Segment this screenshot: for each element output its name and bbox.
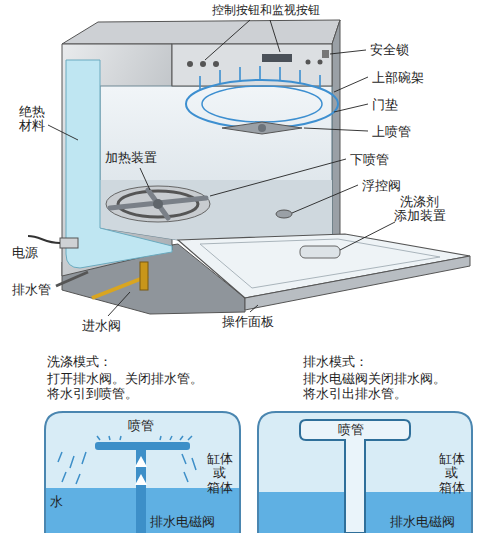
- upper-spray-arm: [222, 122, 302, 134]
- leader-line: [210, 159, 346, 196]
- part-label: 缸体 或 箱体: [206, 452, 233, 495]
- heating-element: [106, 186, 210, 222]
- leader-line: [304, 128, 368, 131]
- callout-label: 控制按钮和监视按钮: [212, 3, 320, 18]
- mode-description: 打开排水阀。关闭排水管。 将水引到喷管。: [47, 371, 208, 401]
- upper-spray-arm: [258, 124, 266, 132]
- mode-description: 排水电磁阀关闭排水阀。 将水引出排水管。: [303, 371, 451, 401]
- leader-line: [108, 292, 130, 316]
- part-label: 安全锁: [370, 42, 409, 57]
- wash-mode-tank: [45, 412, 240, 533]
- upper-spray-arm: [222, 122, 302, 134]
- part-label: 上部碗架: [372, 70, 424, 85]
- machine-body: [322, 50, 329, 58]
- leader-line: [340, 222, 395, 250]
- machine-body: [62, 20, 340, 44]
- wash-mode-tank: [45, 412, 240, 533]
- machine-body: [262, 54, 292, 62]
- wash-mode-tank: [95, 442, 190, 450]
- part-label: 喷管: [338, 422, 364, 437]
- mode-heading: 洗涤模式：: [47, 354, 112, 369]
- wash-mode-tank: [135, 456, 147, 467]
- float-valve: [276, 210, 292, 218]
- float-valve: [276, 210, 292, 218]
- connections: [140, 262, 148, 290]
- leader-line: [334, 104, 368, 112]
- leader-line: [48, 125, 78, 140]
- insulation: [66, 60, 172, 268]
- part-label: 洗涤剂 添加装置: [392, 195, 448, 224]
- door: [245, 256, 470, 310]
- heating-element: [153, 199, 163, 209]
- part-label: 绝热 材料: [18, 105, 45, 134]
- upper-rack: [186, 80, 338, 128]
- leader-line: [330, 50, 366, 54]
- part-label: 排水电磁阀: [390, 514, 455, 529]
- machine-body: [318, 60, 323, 65]
- part-label: 排水电磁阀: [150, 514, 215, 529]
- connections: [56, 272, 88, 286]
- wash-mode-tank: [135, 474, 147, 485]
- drain-mode-tank: [258, 412, 472, 533]
- machine-body: [200, 61, 206, 67]
- upper-rack: [186, 66, 338, 128]
- part-label: 水: [50, 494, 63, 509]
- part-label: 喷管: [128, 418, 154, 433]
- part-label: 门垫: [372, 97, 398, 112]
- part-label: 加热装置: [105, 150, 157, 165]
- machine-body: [213, 61, 219, 67]
- leader-line: [205, 20, 250, 60]
- upper-rack: [200, 66, 320, 90]
- connections: [28, 236, 60, 243]
- leader-line: [250, 305, 258, 312]
- part-label: 排水管: [12, 282, 51, 297]
- part-label: 浮控阀: [362, 178, 401, 193]
- leader-line: [48, 20, 395, 316]
- door: [300, 246, 340, 258]
- wash-mode-tank: [58, 452, 196, 484]
- part-label: 电源: [12, 245, 38, 260]
- heating-element: [106, 186, 210, 222]
- mode-heading: 排水模式：: [303, 354, 368, 369]
- machine-body: [306, 60, 311, 65]
- machine-body: [100, 86, 332, 240]
- leader-line: [334, 77, 368, 92]
- part-label: 下喷管: [350, 152, 389, 167]
- mode-panel: 排水模式： 排水电磁阀关闭排水阀。 将水引出排水管。喷管缸体 或 箱体排水电磁阀: [255, 352, 472, 533]
- machine-body: [100, 180, 332, 240]
- door: [200, 239, 440, 288]
- part-label: 进水阀: [82, 318, 121, 333]
- leader-line: [292, 185, 358, 213]
- part-label: 缸体 或 箱体: [438, 452, 465, 495]
- part-label: 操作面板: [222, 314, 274, 329]
- connections: [60, 238, 78, 248]
- machine-body: [187, 61, 193, 67]
- leader-line: [140, 168, 150, 190]
- upper-rack: [202, 86, 322, 122]
- part-label: 上喷管: [372, 124, 411, 139]
- insulation: [66, 60, 172, 268]
- wash-mode-tank: [97, 436, 192, 440]
- mode-panel: 洗涤模式： 打开排水阀。关闭排水管。 将水引到喷管。喷管缸体 或 箱体水排水电磁阀: [40, 352, 245, 533]
- door: [178, 234, 470, 310]
- wash-mode-tank: [136, 450, 146, 533]
- heating-element: [110, 190, 206, 218]
- leader-line: [270, 20, 280, 52]
- drain-mode-tank: [258, 412, 472, 533]
